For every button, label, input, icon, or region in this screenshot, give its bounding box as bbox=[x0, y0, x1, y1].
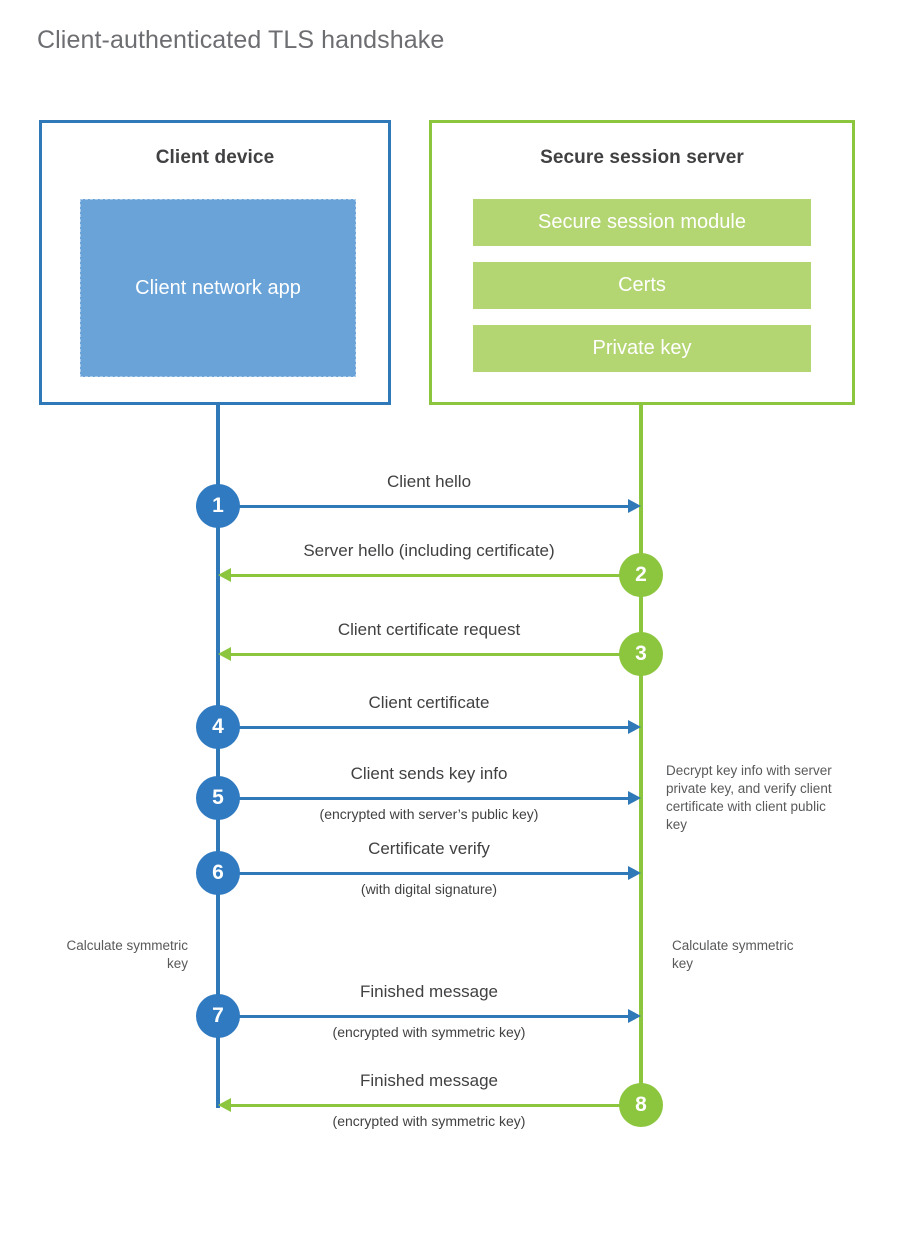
server-decrypt-note: Decrypt key info with server private key… bbox=[666, 763, 832, 832]
client-calculate-symmetric-key-note: Calculate symmetric key bbox=[66, 938, 188, 971]
step-number-badge[interactable]: 6 bbox=[196, 851, 240, 895]
message-line bbox=[218, 872, 629, 875]
arrowhead-icon bbox=[628, 791, 641, 805]
message-label: Client certificate bbox=[368, 693, 490, 712]
step-number-badge[interactable]: 3 bbox=[619, 632, 663, 676]
server-module-bar: Secure session module bbox=[473, 199, 811, 246]
client-device-title: Client device bbox=[155, 147, 275, 168]
secure-session-server-box: Secure session server Secure session mod… bbox=[429, 120, 855, 405]
message-label: Client certificate request bbox=[337, 620, 521, 639]
message-label: Finished message bbox=[360, 1071, 498, 1090]
arrowhead-icon bbox=[218, 647, 231, 661]
message-sublabel: (with digital signature) bbox=[360, 881, 498, 897]
server-lifeline bbox=[639, 405, 643, 1105]
client-network-app-label: Client network app bbox=[135, 277, 301, 299]
server-calculate-symmetric-key-note: Calculate symmetric key bbox=[672, 938, 794, 971]
message-label: Client hello bbox=[386, 472, 472, 491]
message-sublabel: (encrypted with symmetric key) bbox=[332, 1113, 526, 1129]
arrowhead-icon bbox=[628, 1009, 641, 1023]
step-number-badge[interactable]: 5 bbox=[196, 776, 240, 820]
page-title: Client-authenticated TLS handshake bbox=[37, 26, 445, 54]
arrowhead-icon bbox=[218, 1098, 231, 1112]
message-line bbox=[230, 653, 641, 656]
step-number-badge[interactable]: 7 bbox=[196, 994, 240, 1038]
arrowhead-icon bbox=[628, 866, 641, 880]
client-device-box: Client device Client network app bbox=[39, 120, 391, 405]
message-line bbox=[230, 1104, 641, 1107]
arrowhead-icon bbox=[628, 720, 641, 734]
message-sublabel: (encrypted with symmetric key) bbox=[332, 1024, 526, 1040]
message-label: Certificate verify bbox=[368, 839, 490, 858]
arrowhead-icon bbox=[628, 499, 641, 513]
message-line bbox=[218, 1015, 629, 1018]
secure-session-server-title: Secure session server bbox=[540, 147, 744, 168]
message-sublabel: (encrypted with server’s public key) bbox=[319, 806, 539, 822]
step-number-badge[interactable]: 2 bbox=[619, 553, 663, 597]
message-label: Finished message bbox=[360, 982, 498, 1001]
message-label: Server hello (including certificate) bbox=[303, 541, 555, 560]
arrowhead-icon bbox=[218, 568, 231, 582]
message-line bbox=[218, 797, 629, 800]
client-lifeline bbox=[216, 405, 220, 1108]
message-line bbox=[218, 505, 629, 508]
server-module-bar: Certs bbox=[473, 262, 811, 309]
server-module-bar: Private key bbox=[473, 325, 811, 372]
step-number-badge[interactable]: 4 bbox=[196, 705, 240, 749]
client-network-app-block: Client network app bbox=[80, 199, 356, 377]
message-line bbox=[230, 574, 641, 577]
step-number-badge[interactable]: 1 bbox=[196, 484, 240, 528]
message-line bbox=[218, 726, 629, 729]
step-number-badge[interactable]: 8 bbox=[619, 1083, 663, 1127]
message-label: Client sends key info bbox=[350, 764, 508, 783]
